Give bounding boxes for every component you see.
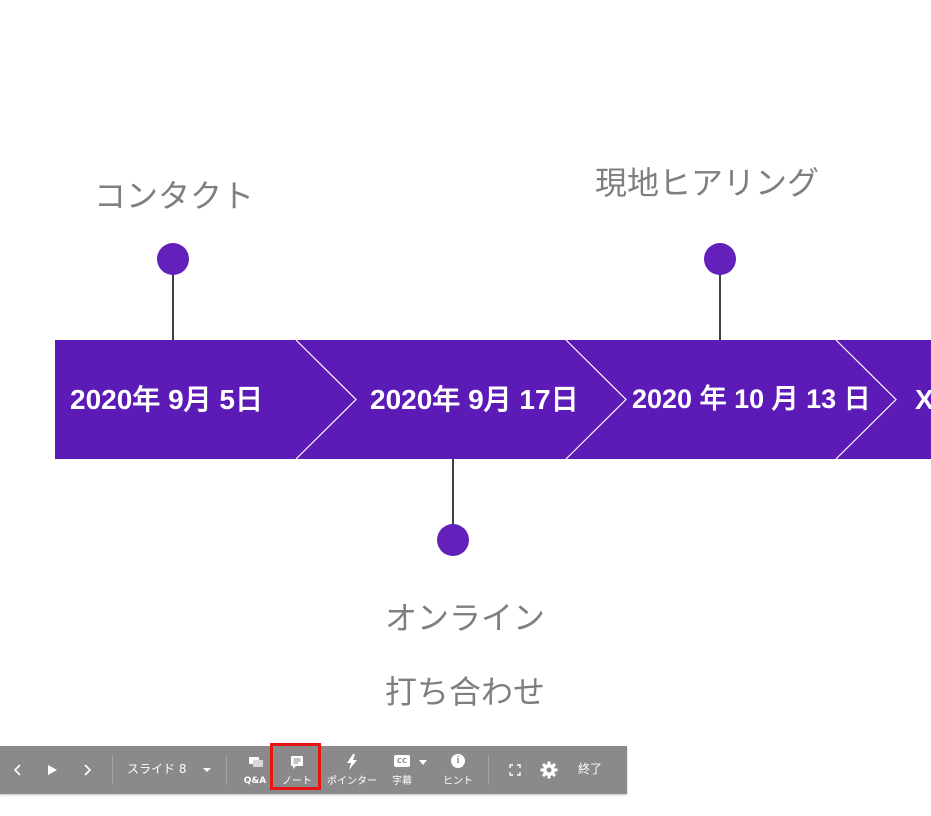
marker-3	[704, 243, 736, 275]
date-1: 2020年 9月 5日	[70, 384, 263, 415]
event-label-site-hearing: 現地ヒアリング	[595, 164, 820, 202]
play-button[interactable]	[42, 760, 62, 780]
notes-button[interactable]: ノート	[275, 750, 319, 790]
event-label-contact: コンタクト	[94, 177, 255, 215]
pointer-button[interactable]: ポインター	[326, 750, 378, 790]
captions-button[interactable]: CC 字幕	[388, 750, 430, 790]
marker-2	[437, 524, 469, 556]
qa-label: Q&A	[243, 776, 267, 786]
slide-select-value: スライド 8	[127, 762, 187, 776]
event-label-online-line2: 打ち合わせ	[385, 673, 546, 711]
info-icon: i	[451, 754, 465, 768]
exit-button[interactable]: 終了	[570, 756, 610, 784]
play-icon	[48, 765, 57, 775]
notes-icon	[291, 756, 303, 769]
exit-label: 終了	[578, 762, 603, 776]
timeline-band	[55, 340, 931, 459]
chevron-right-icon	[84, 764, 92, 776]
date-2: 2020年 9月 17日	[370, 384, 579, 415]
next-slide-button[interactable]	[77, 760, 97, 780]
chat-bubbles-icon	[249, 757, 263, 767]
fullscreen-icon	[509, 764, 521, 776]
settings-button[interactable]	[538, 759, 560, 781]
gear-icon	[540, 761, 558, 779]
chevron-divider-1	[295, 339, 357, 460]
notes-label: ノート	[282, 776, 312, 787]
captions-label: 字幕	[392, 776, 412, 787]
chevron-down-icon	[203, 768, 211, 772]
qa-button[interactable]: Q&A	[236, 750, 274, 790]
pointer-bolt-icon	[347, 754, 357, 770]
presentation-toolbar: スライド 8 Q&A ノート ポインター CC 字幕	[0, 746, 627, 794]
cc-icon: CC	[394, 755, 410, 767]
toolbar-separator	[488, 755, 489, 785]
slide-select-dropdown[interactable]: スライド 8	[120, 756, 220, 784]
hint-label: ヒント	[443, 776, 473, 787]
chevron-down-icon	[419, 760, 427, 765]
chevron-divider-3	[835, 339, 897, 460]
hint-button[interactable]: i ヒント	[440, 750, 476, 790]
notes-button-highlight	[270, 743, 321, 790]
chevron-divider-2	[565, 339, 627, 460]
chevron-left-icon	[13, 764, 21, 776]
marker-1	[157, 243, 189, 275]
pointer-label: ポインター	[327, 776, 377, 787]
event-label-online-line1: オンライン	[385, 599, 546, 637]
prev-slide-button[interactable]	[8, 760, 28, 780]
toolbar-separator	[226, 755, 227, 785]
date-3: 2020 年 10 月 13 日	[632, 384, 871, 414]
toolbar-separator	[112, 755, 113, 785]
fullscreen-button[interactable]	[505, 760, 525, 780]
date-4: X	[915, 384, 931, 415]
